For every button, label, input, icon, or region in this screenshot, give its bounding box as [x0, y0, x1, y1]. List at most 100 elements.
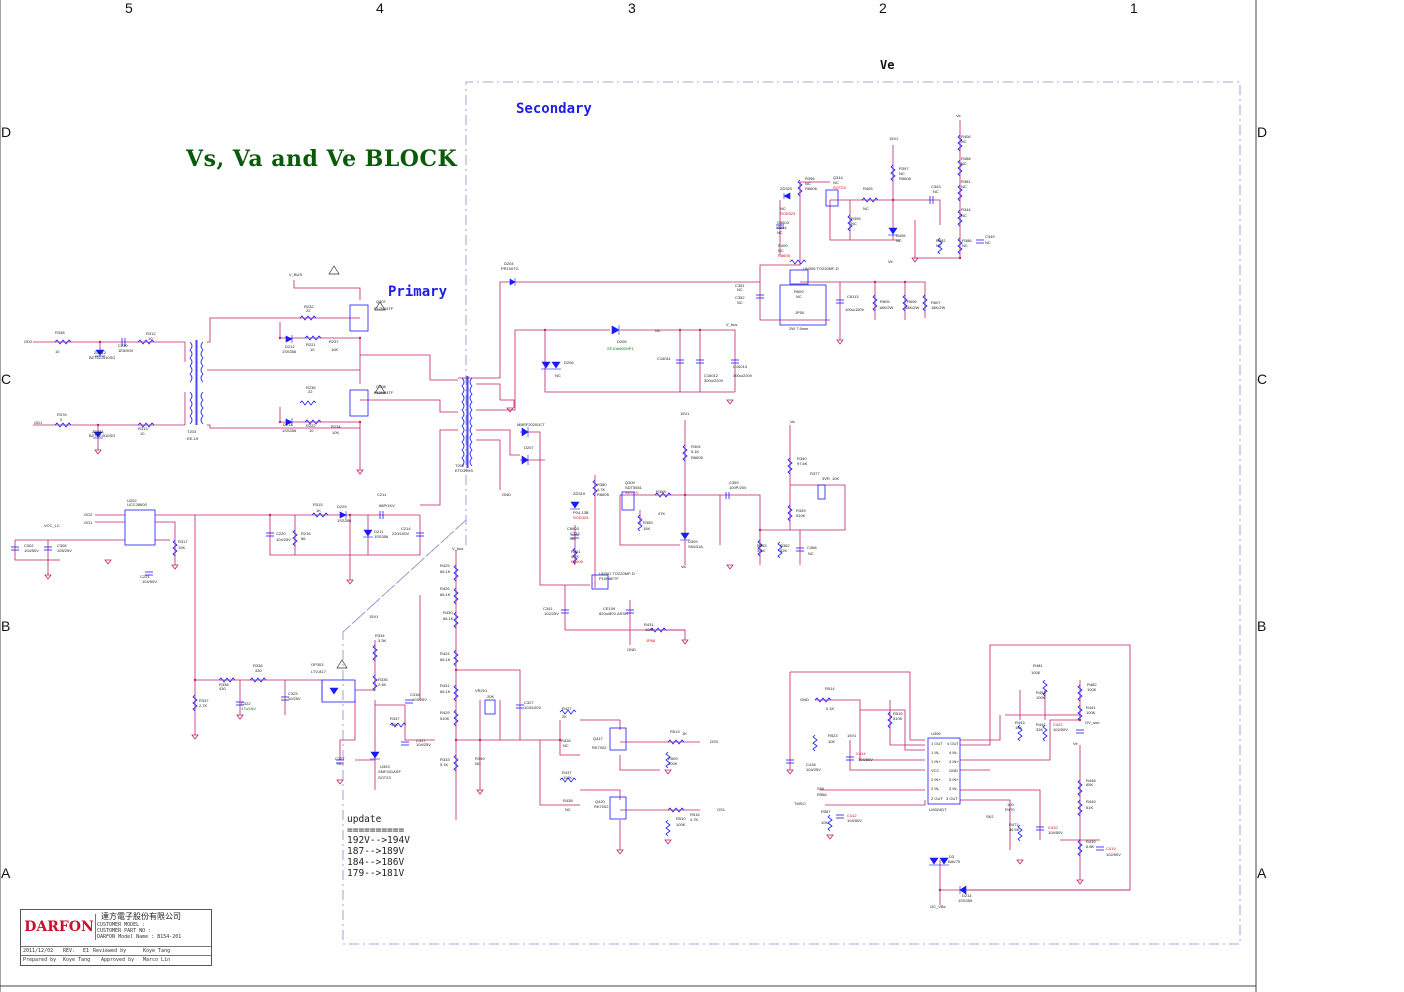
title-block-divider — [21, 955, 211, 956]
svg-text:R232: R232 — [304, 304, 314, 309]
svg-text:C220: C220 — [276, 531, 286, 536]
svg-text:4.7K: 4.7K — [597, 487, 606, 492]
svg-text:15V1: 15V1 — [680, 411, 690, 416]
svg-text:JP50: JP50 — [795, 310, 805, 315]
svg-text:SOD323: SOD323 — [780, 211, 796, 216]
svg-text:T203: T203 — [187, 429, 197, 434]
svg-text:C422: C422 — [1053, 722, 1063, 727]
svg-text:104/50V: 104/50V — [142, 579, 157, 584]
svg-text:R8605: R8605 — [571, 559, 584, 564]
sheet-frame — [0, 0, 1257, 992]
svg-text:D3: D3 — [949, 854, 955, 859]
svg-text:D214: D214 — [962, 893, 972, 898]
svg-text:SN431A: SN431A — [688, 544, 703, 549]
svg-text:OS1: OS1 — [717, 807, 726, 812]
svg-text:D204: D204 — [504, 261, 514, 266]
svg-text:10: 10 — [55, 349, 60, 354]
svg-text:C302: C302 — [24, 543, 34, 548]
svg-text:R8605: R8605 — [778, 253, 791, 258]
zone-row-left-b: B — [1, 618, 11, 634]
svg-text:103/100V: 103/100V — [524, 705, 541, 710]
svg-text:U306: U306 — [931, 731, 941, 736]
svg-text:10K: 10K — [331, 347, 338, 352]
svg-text:SF10A600HP1: SF10A600HP1 — [607, 346, 634, 351]
svg-text:S66: S66 — [817, 786, 825, 791]
svg-text:100K: 100K — [1031, 670, 1041, 675]
svg-text:R482: R482 — [1087, 682, 1097, 687]
prepared-by-label: Prepared by — [23, 957, 57, 963]
svg-text:VR201: VR201 — [475, 688, 488, 693]
svg-text:2W 7.5mm: 2W 7.5mm — [789, 326, 809, 331]
svg-text:104/50V: 104/50V — [847, 818, 862, 823]
svg-text:22: 22 — [308, 389, 313, 394]
svg-text:R513: R513 — [670, 729, 680, 734]
prepared-by-value: Koye Tang — [63, 957, 91, 963]
svg-text:R400: R400 — [778, 243, 788, 248]
svg-text:Q208: Q208 — [376, 384, 387, 389]
svg-text:R424: R424 — [440, 651, 450, 656]
svg-text:100u/150V: 100u/150V — [845, 307, 865, 312]
svg-text:R6605: R6605 — [597, 492, 610, 497]
svg-text:82K: 82K — [780, 548, 787, 553]
svg-text:ZD320: ZD320 — [780, 186, 793, 191]
svg-text:100K: 100K — [1086, 710, 1096, 715]
svg-text:GND: GND — [627, 647, 636, 652]
svg-text:NC: NC — [778, 248, 784, 253]
svg-text:R523: R523 — [828, 733, 838, 738]
svg-text:R452: R452 — [1036, 690, 1046, 695]
svg-text:C414: C414 — [856, 751, 866, 756]
svg-text:R430: R430 — [443, 610, 453, 615]
svg-text:300u/220V: 300u/220V — [733, 373, 753, 378]
zone-col-3: 3 — [628, 0, 636, 16]
svg-text:15K: 15K — [643, 526, 650, 531]
svg-text:100P/25V: 100P/25V — [729, 485, 747, 490]
svg-text:R377: R377 — [810, 471, 820, 476]
svg-text:R333: R333 — [440, 757, 450, 762]
svg-text:1 IN-: 1 IN- — [931, 750, 940, 755]
svg-text:C6603: C6603 — [567, 526, 580, 531]
svg-text:PR1007G: PR1007G — [501, 266, 519, 271]
svg-text:C16013: C16013 — [733, 364, 748, 369]
svg-text:Q314: Q314 — [833, 175, 844, 180]
svg-text:R335: R335 — [378, 677, 388, 682]
svg-text:47u/16V: 47u/16V — [241, 706, 256, 711]
zone-row-right-d: D — [1257, 124, 1268, 140]
svg-text:18K/2W: 18K/2W — [879, 305, 893, 310]
svg-text:OV_sub: OV_sub — [1085, 720, 1100, 725]
svg-text:4 OUT: 4 OUT — [947, 741, 959, 746]
svg-text:66.1K: 66.1K — [440, 569, 451, 574]
svg-text:66.1K: 66.1K — [440, 657, 451, 662]
svg-text:R431: R431 — [440, 683, 450, 688]
svg-text:C316: C316 — [410, 692, 420, 697]
svg-text:2 IN-: 2 IN- — [931, 786, 940, 791]
svg-text:NC: NC — [936, 243, 942, 248]
svg-text:Q420: Q420 — [595, 799, 606, 804]
svg-text:R347: R347 — [390, 716, 400, 721]
svg-text:R336: R336 — [253, 663, 263, 668]
svg-text:820u/80V ASSH: 820u/80V ASSH — [599, 611, 628, 616]
svg-text:R338: R338 — [55, 330, 65, 335]
svg-text:D207: D207 — [524, 445, 534, 450]
svg-text:102/25V: 102/25V — [544, 611, 559, 616]
svg-text:BZT52-B10SG: BZT52-B10SG — [89, 355, 115, 360]
svg-text:C351: C351 — [735, 283, 745, 288]
svg-text:CE109: CE109 — [603, 606, 616, 611]
svg-text:R448: R448 — [1086, 778, 1096, 783]
svg-text:SMF431ASF: SMF431ASF — [378, 769, 401, 774]
svg-text:GND: GND — [800, 697, 809, 702]
svg-text:NC: NC — [961, 184, 967, 189]
svg-text:U309: U309 — [688, 539, 698, 544]
svg-text:10: 10 — [310, 347, 315, 352]
svg-text:510K: 510K — [796, 513, 806, 518]
svg-text:P04-13B: P04-13B — [573, 510, 589, 515]
svg-text:R334: R334 — [375, 633, 385, 638]
svg-text:10K: 10K — [832, 476, 839, 481]
svg-text:NC: NC — [796, 294, 802, 299]
rev-value: E1 — [83, 948, 90, 954]
customer-model: CUSTOMER MODEL : — [97, 922, 146, 928]
svg-text:NC: NC — [563, 743, 569, 748]
svg-text:U303: U303 — [380, 764, 390, 769]
svg-text:R236: R236 — [306, 385, 316, 390]
svg-text:SOT23: SOT23 — [625, 490, 638, 495]
